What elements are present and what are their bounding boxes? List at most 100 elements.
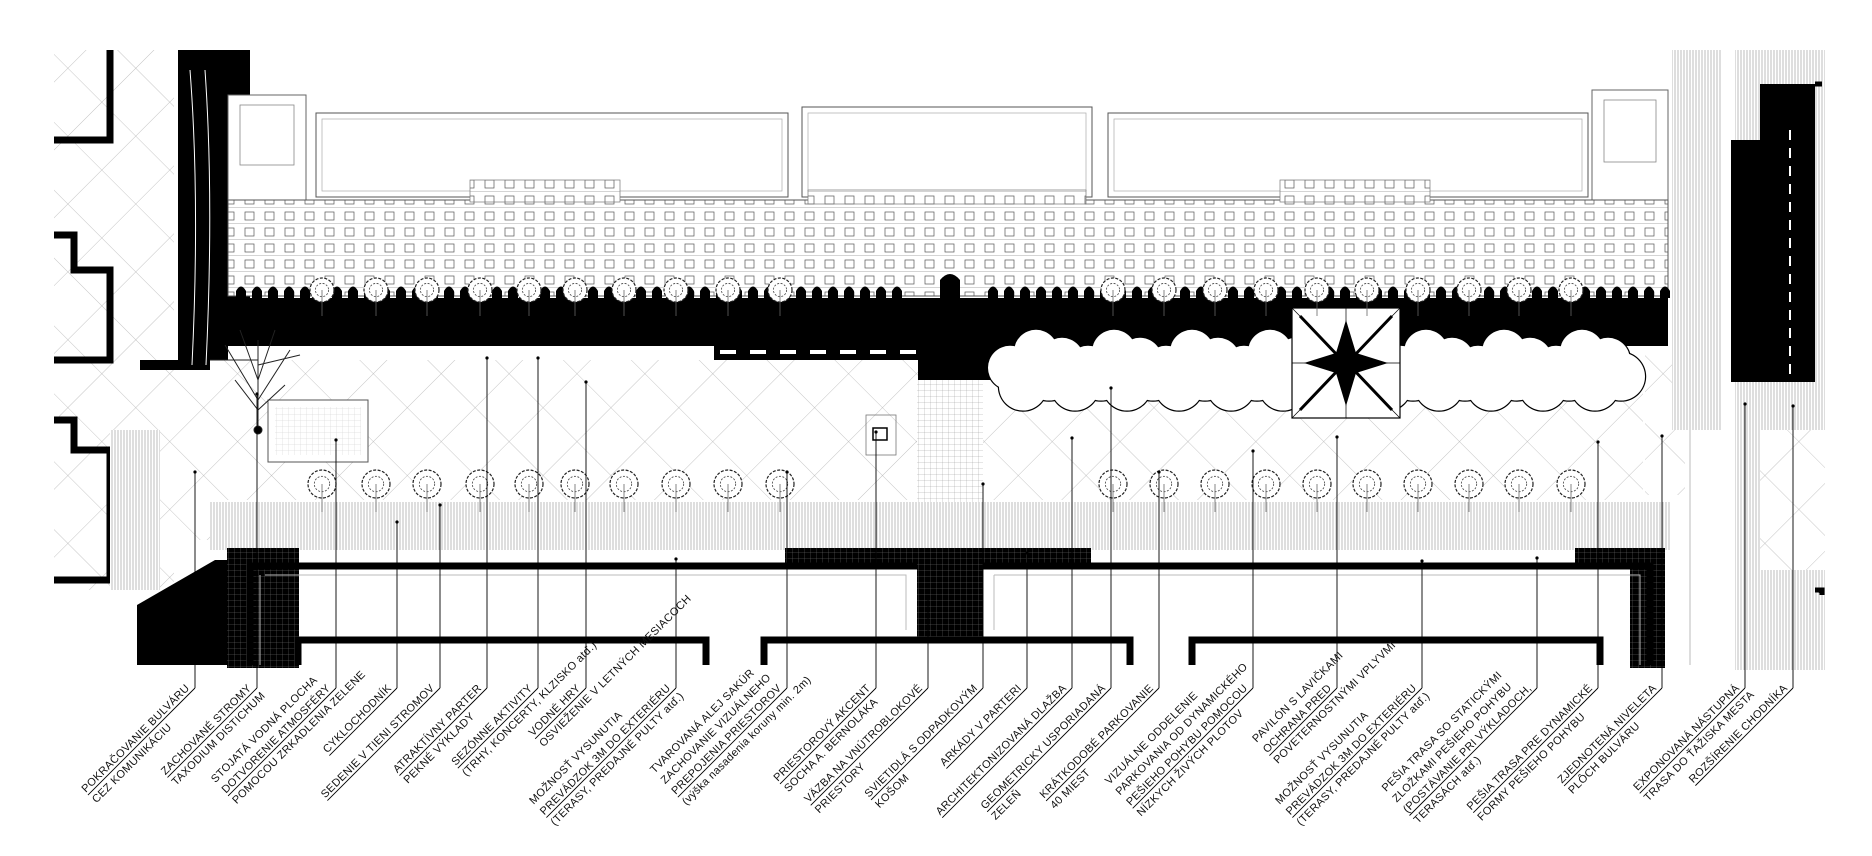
arch: [796, 286, 806, 298]
arcade-opening: [810, 350, 826, 354]
label-underline: [167, 687, 258, 778]
arcade-opening: [454, 349, 472, 353]
parking-hatch: [210, 502, 1670, 550]
leader-dot: [536, 356, 540, 360]
arch: [508, 286, 518, 298]
tree-icon: [1405, 277, 1431, 316]
arch: [700, 286, 710, 298]
tree-icon: [715, 277, 741, 316]
arch: [1180, 286, 1190, 298]
tree-icon: [713, 469, 743, 512]
arch: [1644, 286, 1654, 298]
arch: [1628, 286, 1638, 298]
leader-dot: [395, 520, 399, 524]
leader-dot: [874, 430, 878, 434]
tree-icon: [361, 469, 391, 512]
tree-icon: [611, 277, 637, 316]
label-line: ROZŠÍRENIE CHODNÍKA: [1686, 681, 1790, 785]
label-underline: [1695, 687, 1794, 786]
leader-dot: [334, 438, 338, 442]
label-underline: [1563, 687, 1663, 787]
arch: [1612, 286, 1622, 298]
arch: [1228, 286, 1238, 298]
label-underline: [986, 687, 1112, 813]
arcade-opening: [340, 349, 358, 353]
leader-dot: [1791, 404, 1795, 408]
arch: [748, 286, 758, 298]
label-underline: [546, 687, 677, 818]
tree-icon: [767, 277, 793, 316]
canopy-fill: [1597, 352, 1645, 401]
tree-icon: [1149, 469, 1179, 512]
tree-icon: [1456, 277, 1482, 316]
arch: [1660, 286, 1670, 298]
statue-plinth: [865, 414, 897, 456]
arch: [1244, 286, 1254, 298]
label-underline: [810, 687, 929, 806]
leader-dot: [1025, 551, 1029, 555]
leader-dot: [1660, 434, 1664, 438]
arch: [892, 286, 902, 298]
label-underline: [329, 687, 398, 756]
leader-dot: [255, 392, 259, 396]
arch: [1548, 286, 1558, 298]
arch: [652, 286, 662, 298]
arcade-opening: [492, 349, 510, 353]
arch: [492, 286, 502, 298]
label-underline: [87, 687, 196, 796]
tree-icon: [1556, 469, 1586, 512]
arch: [860, 286, 870, 298]
arch: [1020, 286, 1030, 298]
tree-icon: [1504, 469, 1534, 512]
pavilion: [1291, 307, 1401, 419]
leader-dot: [926, 595, 930, 599]
label-underline: [1269, 687, 1338, 756]
label-underline: [1409, 687, 1538, 816]
arch: [444, 286, 454, 298]
tree-rows: [307, 277, 1586, 512]
leader-dot: [1335, 435, 1339, 439]
label-underline: [1045, 687, 1160, 802]
arch: [300, 286, 310, 298]
tree-icon: [309, 277, 335, 316]
arcade-opening: [530, 349, 548, 353]
arch: [540, 286, 550, 298]
leader-dot: [193, 470, 197, 474]
left-neighbour-block: [54, 50, 224, 590]
leader-dot: [1109, 386, 1113, 390]
tree-icon: [516, 277, 542, 316]
arch: [812, 286, 822, 298]
leader-dot: [674, 557, 678, 561]
tree-icon: [1403, 469, 1433, 512]
tree-icon: [562, 277, 588, 316]
arcade-arches: [236, 286, 1670, 298]
arch: [988, 286, 998, 298]
tree-icon: [1151, 277, 1177, 316]
label-underline: [227, 687, 337, 797]
label-line: ARKÁDY V PARTERI: [937, 682, 1024, 769]
tree-icon: [412, 469, 442, 512]
leader-dot: [981, 482, 985, 486]
arcade-opening: [568, 349, 586, 353]
leader-dot: [1070, 436, 1074, 440]
arch: [1052, 286, 1062, 298]
arch: [1388, 286, 1398, 298]
arcade-opening: [720, 350, 736, 354]
arch: [396, 286, 406, 298]
tree-icon: [663, 277, 689, 316]
arch: [828, 286, 838, 298]
arch: [1036, 286, 1046, 298]
label-underline: [457, 687, 539, 769]
tree-icon: [1100, 277, 1126, 316]
tree-icon: [661, 469, 691, 512]
tree-icon: [467, 277, 493, 316]
arch: [636, 286, 646, 298]
leader-dot: [785, 470, 789, 474]
leader-dot: [1743, 402, 1747, 406]
arch: [588, 286, 598, 298]
arcade-opening: [750, 350, 766, 354]
leader-dot: [1596, 440, 1600, 444]
arcade-opening: [840, 350, 856, 354]
